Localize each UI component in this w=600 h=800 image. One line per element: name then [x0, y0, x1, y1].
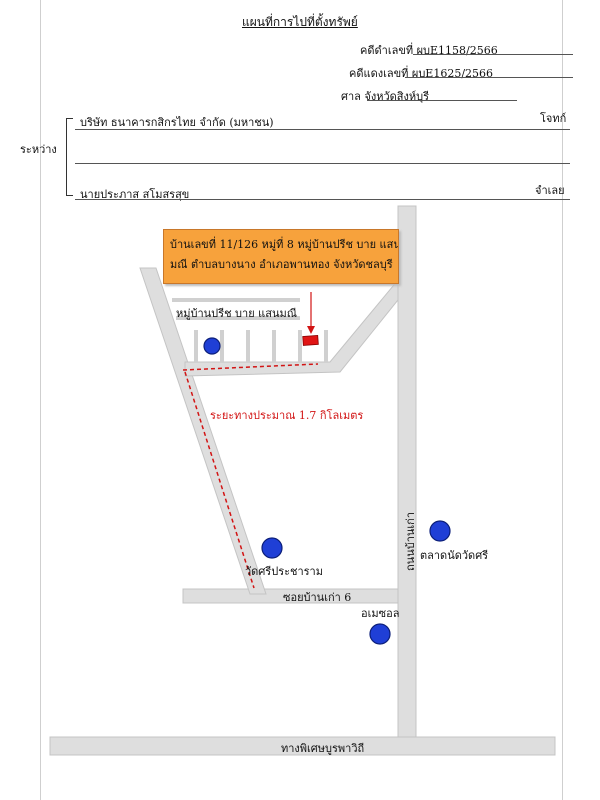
callout-line-2: มณี ตำบลบางนาง อำเภอพานทอง จังหวัดชลบุรี — [170, 258, 393, 271]
ban-kao-road-label: ถนนบ้านเก่า — [404, 512, 417, 571]
road-diagonal — [139, 267, 267, 595]
page-title: แผนที่การไปที่ตั้งทรัพย์ — [242, 15, 358, 29]
plaintiff-underline — [75, 129, 570, 130]
expressway-label: ทางพิเศษบูรพาวิถี — [281, 742, 365, 755]
court-name: ศาล จังหวัดสิงห์บุรี — [341, 90, 430, 103]
route-dashed-horizontal — [182, 363, 319, 371]
defendant-role: จำเลย — [535, 184, 565, 197]
amezol-label: อเมซอล — [361, 607, 400, 620]
defendant-underline — [75, 199, 570, 200]
court-underline — [367, 100, 517, 101]
village-label: หมู่บ้านปรีช บาย แสนมณี — [176, 307, 297, 320]
page-margin-right — [562, 0, 563, 800]
defendant-name: นายประภาส สโมสรสุข — [80, 188, 190, 201]
road-soi-ban-kao-6 — [182, 588, 399, 604]
red-case-number: คดีแดงเลขที่ ผบE1625/2566 — [349, 67, 494, 80]
landmark-amezol-circle — [369, 623, 391, 645]
property-address-callout: บ้านเลขที่ 11/126 หมู่ที่ 8 หมู่บ้านปรีช… — [163, 229, 399, 284]
between-label: ระหว่าง — [20, 143, 57, 156]
road-village-link — [184, 278, 399, 377]
between-underline — [75, 163, 570, 164]
plaintiff-name: บริษัท ธนาคารกสิกรไทย จำกัด (มหาชน) — [80, 116, 274, 129]
landmark-village-circle — [203, 337, 221, 355]
route-dashed-diagonal — [184, 371, 255, 589]
parties-bracket — [66, 118, 73, 196]
callout-line-1: บ้านเลขที่ 11/126 หมู่ที่ 8 หมู่บ้านปรีช… — [170, 238, 399, 251]
plaintiff-role: โจทก์ — [540, 112, 567, 125]
soi-label: ซอยบ้านเก่า 6 — [283, 591, 352, 604]
black-case-underline — [413, 54, 573, 55]
red-case-underline — [405, 77, 573, 78]
road-ban-kao — [397, 205, 417, 752]
distance-label: ระยะทางประมาณ 1.7 กิโลเมตร — [210, 409, 364, 422]
road-expressway — [49, 736, 556, 756]
property-arrow-head — [307, 326, 315, 334]
page-margin-left — [40, 0, 41, 800]
black-case-number: คดีดำเลขที่ ผบE1158/2566 — [360, 44, 498, 57]
landmark-temple-circle — [261, 537, 283, 559]
temple-label: วัดศรีประชาราม — [245, 565, 323, 578]
landmark-market-circle — [429, 520, 451, 542]
market-label: ตลาดนัดวัดศรี — [420, 549, 489, 562]
property-marker — [302, 335, 319, 346]
